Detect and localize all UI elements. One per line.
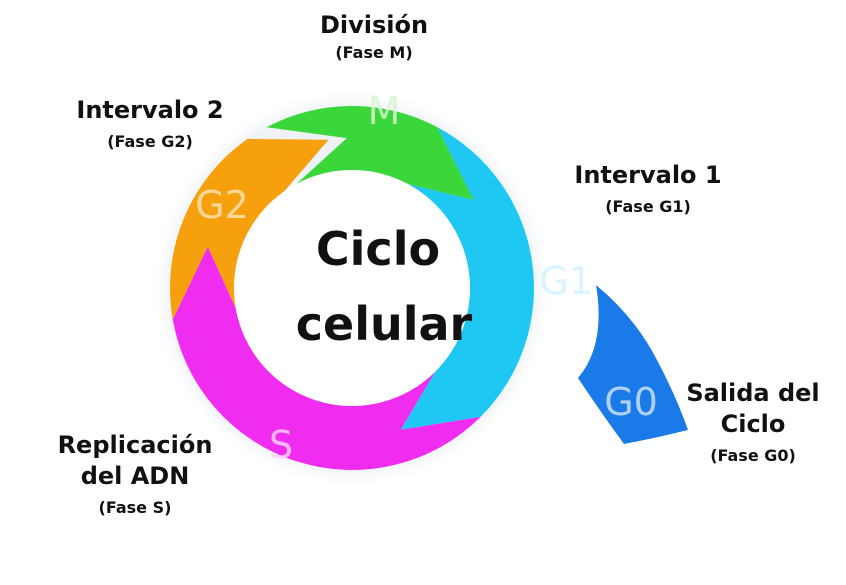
center-disc	[234, 170, 470, 406]
center-title-line2: celular	[296, 297, 473, 351]
segment-m	[266, 106, 474, 200]
segment-letter-m: M	[368, 89, 401, 133]
label-g2-subtitle: (Fase G2)	[107, 132, 193, 151]
segment-g0	[578, 285, 688, 444]
label-g1-subtitle: (Fase G1)	[605, 197, 691, 216]
segment-g2	[170, 138, 329, 320]
label-g2-title: Intervalo 2	[76, 96, 224, 124]
segment-letter-g0: G0	[604, 380, 658, 424]
label-s-title-line2: del ADN	[80, 462, 190, 490]
segment-letter-s: S	[269, 423, 293, 467]
segment-letter-g1: G1	[539, 259, 593, 303]
label-g1: Intervalo 1 (Fase G1)	[558, 160, 738, 218]
segment-s	[172, 246, 481, 470]
label-m: División (Fase M)	[296, 10, 452, 64]
label-m-title: División	[319, 11, 429, 39]
label-g0-subtitle: (Fase G0)	[710, 446, 796, 465]
label-g2: Intervalo 2 (Fase G2)	[60, 95, 240, 153]
label-s-subtitle: (Fase S)	[98, 498, 172, 517]
segment-letter-g2: G2	[195, 183, 249, 227]
center-title-line1: Ciclo	[316, 222, 440, 276]
label-g0-title-line2: Ciclo	[720, 410, 786, 438]
label-m-subtitle: (Fase M)	[335, 43, 413, 62]
label-g0: Salida del Ciclo (Fase G0)	[678, 378, 828, 467]
label-g0-title-line1: Salida del	[686, 379, 820, 407]
segment-g1	[400, 127, 534, 430]
label-s: Replicación del ADN (Fase S)	[40, 430, 230, 519]
label-g1-title: Intervalo 1	[574, 161, 722, 189]
label-s-title-line1: Replicación	[57, 431, 213, 459]
